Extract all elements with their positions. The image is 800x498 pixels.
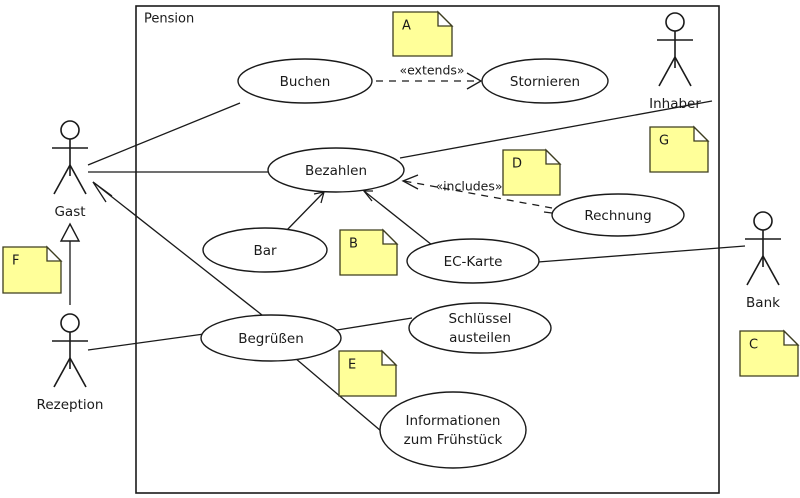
note-d[interactable]: D xyxy=(502,148,562,196)
includes-arrowhead xyxy=(401,174,419,190)
actor-label-rezeption: Rezeption xyxy=(37,397,104,413)
note-e[interactable]: E xyxy=(338,349,398,397)
actor-leg-left-bank xyxy=(746,255,764,286)
note-fold-c xyxy=(783,329,800,346)
use-case-label-rechnung: Rechnung xyxy=(584,208,651,224)
assoc-begruessen-schluessel xyxy=(336,317,413,331)
use-case-begruessen[interactable]: Begrüßen xyxy=(200,314,342,362)
actor-leg-left-gast xyxy=(53,164,71,195)
system-boundary-label: Pension xyxy=(144,12,194,27)
use-case-label-bezahlen: Bezahlen xyxy=(305,163,367,179)
note-f[interactable]: F xyxy=(2,245,63,294)
note-label-c: C xyxy=(749,338,758,353)
includes-dependency: «includes» xyxy=(401,174,553,209)
use-case-label-stornieren: Stornieren xyxy=(510,74,580,90)
actor-inhaber[interactable]: Inhaber xyxy=(649,12,701,112)
use-case-ellipse-eckarte xyxy=(406,238,540,284)
note-fold-d xyxy=(545,148,562,165)
note-body-a xyxy=(392,11,453,57)
actor-leg-right-inhaber xyxy=(674,56,692,87)
use-case-schluessel[interactable]: Schlüssel austeilen xyxy=(408,302,552,354)
extends-label: «extends» xyxy=(399,63,464,78)
use-case-stornieren[interactable]: Stornieren xyxy=(481,58,609,104)
note-fold-g xyxy=(693,125,710,142)
note-layer: A B C D E F G xyxy=(2,10,800,397)
actor-rezeption[interactable]: Rezeption xyxy=(37,313,104,413)
use-case-ellipse-bezahlen xyxy=(267,147,405,193)
use-case-label-schluessel-line1: Schlüssel xyxy=(449,311,512,327)
actor-generalization-rezeption-gast xyxy=(59,222,81,305)
use-case-eckarte[interactable]: EC-Karte xyxy=(406,238,540,284)
actor-leg-left-inhaber xyxy=(658,56,676,87)
note-fold-f xyxy=(46,245,63,262)
use-case-ellipse-stornieren xyxy=(481,58,609,104)
note-fold-e xyxy=(381,349,398,366)
arrowhead-to-gast xyxy=(92,181,113,203)
includes-label: «includes» xyxy=(435,179,502,194)
actor-leg-right-gast xyxy=(69,164,87,195)
note-a[interactable]: A xyxy=(392,10,454,57)
note-c[interactable]: C xyxy=(739,329,800,377)
use-case-label-eckarte: EC-Karte xyxy=(444,254,503,270)
use-case-rechnung[interactable]: Rechnung xyxy=(551,193,685,237)
use-case-label-informationen-line2: zum Frühstück xyxy=(404,432,503,448)
actor-head-rezeption xyxy=(60,313,80,333)
note-label-g: G xyxy=(659,134,669,149)
note-b[interactable]: B xyxy=(339,228,399,276)
actor-head-gast xyxy=(60,120,80,140)
note-fold-b xyxy=(382,228,399,245)
note-fold-a xyxy=(437,10,454,27)
extends-dependency: «extends» xyxy=(376,63,483,90)
assoc-eckarte-bank xyxy=(537,245,746,263)
use-case-label-begruessen: Begrüßen xyxy=(238,331,304,347)
gen-triangle-gast xyxy=(59,222,81,242)
note-g[interactable]: G xyxy=(649,125,710,173)
use-case-bezahlen[interactable]: Bezahlen xyxy=(267,147,405,193)
use-case-ellipse-buchen xyxy=(237,58,373,104)
use-case-label-bar: Bar xyxy=(253,243,277,259)
actor-label-gast: Gast xyxy=(54,204,85,220)
use-case-ellipse-rechnung xyxy=(551,193,685,237)
assoc-rechnung-stub xyxy=(543,211,553,214)
use-case-layer: Buchen StornierenBezahlenRechnungBarEC-Ka… xyxy=(200,58,685,469)
use-case-ellipse-begruessen xyxy=(200,314,342,362)
actor-label-bank: Bank xyxy=(746,295,780,311)
note-label-a: A xyxy=(402,19,411,34)
use-case-buchen[interactable]: Buchen xyxy=(237,58,373,104)
system-boundary-pension xyxy=(135,5,720,494)
actor-label-inhaber: Inhaber xyxy=(649,96,701,112)
gen-bar-bezahlen xyxy=(285,191,325,232)
use-case-ellipse-informationen xyxy=(379,391,527,469)
note-label-d: D xyxy=(512,157,522,172)
use-case-label-buchen: Buchen xyxy=(280,74,331,90)
relationship-lines xyxy=(87,100,746,438)
extends-arrowhead xyxy=(466,72,483,90)
note-label-f: F xyxy=(12,254,19,269)
actor-leg-right-bank xyxy=(762,255,780,286)
assoc-begruessen-informationen xyxy=(294,357,389,438)
actor-gast[interactable]: Gast xyxy=(52,120,88,220)
note-label-b: B xyxy=(349,237,358,252)
use-case-label-schluessel-line2: austeilen xyxy=(449,330,511,346)
assoc-inhaber-bezahlen xyxy=(399,100,713,159)
use-case-ellipse-bar xyxy=(202,227,328,273)
use-case-bar[interactable]: Bar xyxy=(202,227,328,273)
actor-leg-left-rezeption xyxy=(53,357,71,388)
assoc-begruessen-gast xyxy=(92,181,263,316)
gen-eckarte-bezahlen xyxy=(363,190,433,246)
actor-bank[interactable]: Bank xyxy=(745,211,781,311)
assoc-gast-buchen xyxy=(87,102,241,166)
actor-leg-right-rezeption xyxy=(69,357,87,388)
actor-head-inhaber xyxy=(665,12,685,32)
use-case-label-informationen-line1: Informationen xyxy=(405,413,500,429)
note-label-e: E xyxy=(348,358,356,373)
use-case-ellipse-schluessel xyxy=(408,302,552,354)
arrowhead-eckarte-bezahlen xyxy=(362,190,373,202)
use-case-informationen[interactable]: Informationen zum Frühstück xyxy=(379,391,527,469)
assoc-rezeption-begruessen xyxy=(87,333,205,351)
actor-head-bank xyxy=(753,211,773,231)
